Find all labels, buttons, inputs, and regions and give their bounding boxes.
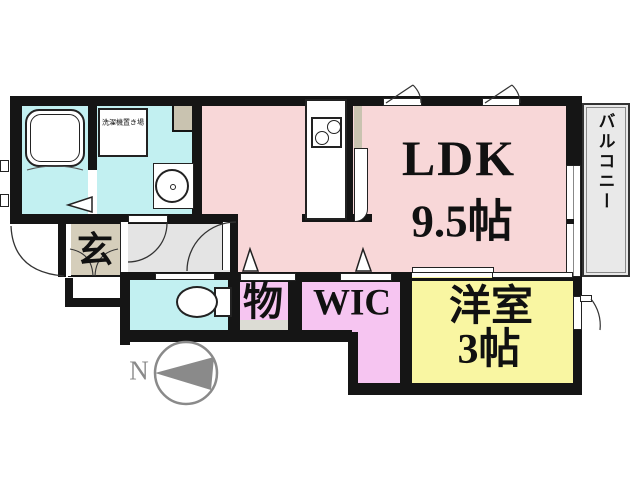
wall-storage-wic [288,272,302,342]
compass-needle-icon [155,357,214,390]
toilet-door-opening [155,273,215,280]
wic-label: WIC [312,282,392,324]
storage-shelf-strip [240,320,288,330]
balcony-inner-frame [586,107,626,273]
washroom-door-opening [128,215,168,223]
ldk-size-label: 9.5帖 [411,196,513,247]
kitchen-counter [305,99,347,220]
wic-floor-upper [302,280,400,332]
washing-machine-space [98,108,148,157]
washer-area-label: 洗濯機置き場 [102,118,144,127]
wall-left [10,96,22,224]
storage-folding-door [240,273,296,281]
wall-bath-divider [88,103,97,170]
western-room-floor [412,277,573,383]
wall-toilet-left [120,272,130,345]
entrance-door-arc [10,225,65,277]
wall-bottom-left [120,330,352,342]
wall-western-top-line [412,278,573,281]
basin-drain [170,184,176,190]
hallway-floor [122,222,230,272]
wall-western-right [573,272,582,395]
entrance-label: 玄 [76,230,114,270]
wall-kitchen-stub [347,103,353,222]
wall-hall-top [10,214,238,224]
kitchen-partition-cap [354,106,362,148]
bathtub [25,109,85,167]
stove-top [311,117,342,148]
balcony-label: バルコニー [595,112,615,212]
wall-wic-right [400,272,412,395]
compass-north-label: N [129,355,149,386]
wall-porch-left [65,278,73,307]
window-latch [567,219,574,224]
storage-label: 物 [243,279,283,324]
ldk-floor [202,106,566,272]
bathroom-door-opening [88,170,97,214]
western-room-label: 洋室 [448,284,534,330]
western-window-leaf [580,295,592,302]
bath-window-slit-1 [0,160,9,172]
wall-hall-right [230,214,238,277]
western-slider-panel-2 [492,272,573,278]
wall-washroom-right [192,96,202,224]
compass-circle [153,340,219,406]
balcony-sliding-window [566,165,581,277]
wall-top [10,96,582,106]
wall-ldk-bottom [237,272,412,282]
balcony-floor [582,103,630,277]
western-room-window-opening [573,296,582,330]
toilet-bowl [176,286,218,318]
western-slider-panel-1 [412,267,494,273]
wic-floor-lower [358,332,400,383]
western-room-size-label: 3帖 [457,327,521,373]
kitchen-partition-door [354,148,368,222]
wall-bottom-right [348,383,582,395]
wall-wic-leg-left [348,332,358,395]
western-window-arc [590,298,601,331]
ldk-label: LDK [401,130,517,186]
ldk-window-sill-2 [482,98,520,106]
entrance-step-strip [120,222,128,272]
bathtub-inner-rim [30,114,80,162]
pipe-space-pillar [172,106,192,132]
ldk-window-sill-1 [383,98,422,106]
burner-right [327,120,341,134]
burner-left [315,131,329,145]
wall-entrance-left [58,222,66,277]
wic-folding-door [340,273,392,281]
ldk-door-leaf [222,222,230,270]
wall-porch-bottom [65,298,128,307]
bath-window-slit-2 [0,194,9,207]
entrance-door-leaf [66,224,71,276]
wash-basin [155,169,189,203]
